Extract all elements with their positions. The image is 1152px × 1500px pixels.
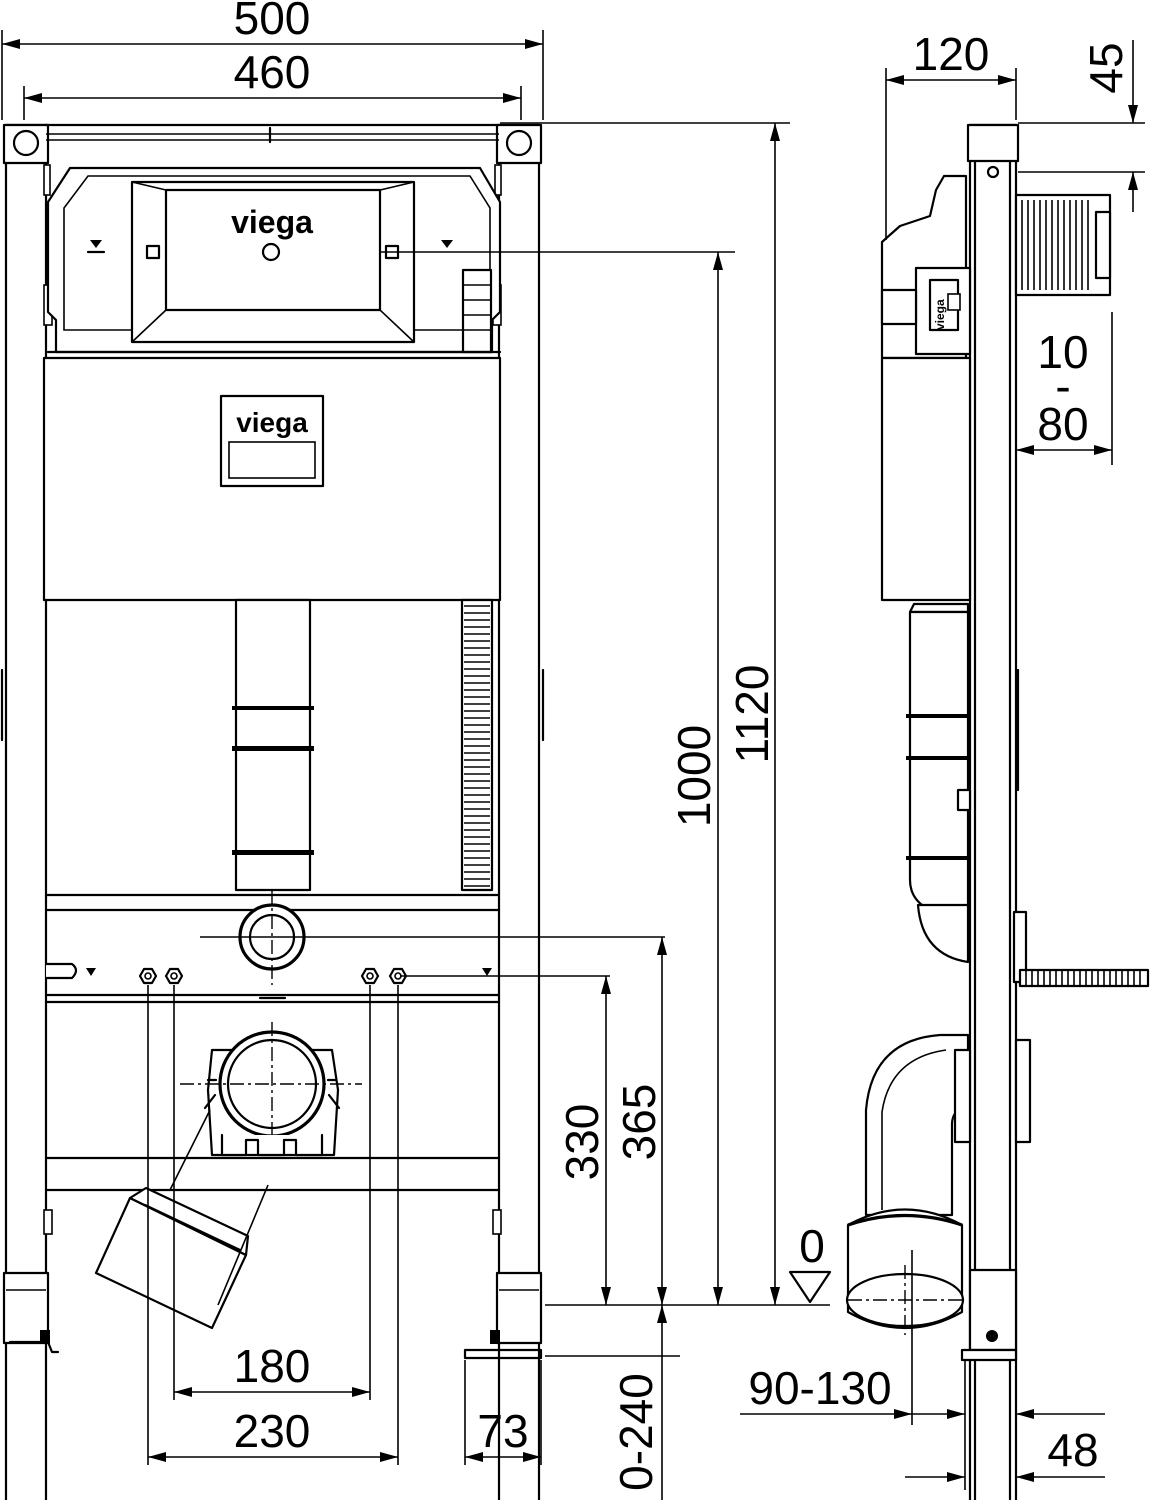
side-foot (960, 1268, 1018, 1362)
logo-panel: viega (236, 407, 308, 438)
side-view: viega (740, 28, 1150, 1500)
fixing-plate (44, 962, 610, 1004)
cross-bar (44, 890, 665, 985)
lower-bar (44, 1156, 501, 1192)
dim-foot-adjust: 0-240 (610, 1373, 662, 1491)
dim-height-actuator: 1000 (668, 725, 720, 827)
fixing-rod (1012, 910, 1150, 988)
dim-width-inner: 460 (234, 46, 311, 98)
frame-feet (2, 1209, 543, 1360)
cistern-body: viega (42, 356, 502, 602)
flush-pipe (232, 598, 494, 892)
logo-top: viega (231, 204, 313, 240)
dim-width-total: 500 (234, 0, 311, 44)
front-dimensions: 500 460 1120 1000 365 330 0 (1, 0, 832, 1500)
dim-wall-adjust-top: 10 (1037, 326, 1088, 378)
dim-wall-adjust-sep: - (1055, 360, 1070, 412)
side-drain-bend (845, 1033, 1032, 1335)
dim-depth: 120 (913, 28, 990, 80)
frame-uprights (0, 123, 545, 1500)
logo-side: viega (933, 299, 947, 330)
bolt-nuts (138, 967, 408, 985)
dim-top-offset: 45 (1080, 42, 1132, 93)
wall-anchor (1014, 193, 1112, 297)
dim-drain-offset: 90-130 (748, 1362, 891, 1414)
dim-height-bolts: 330 (556, 1104, 608, 1181)
dim-height-drain: 365 (613, 1084, 665, 1161)
side-flush-pipe (906, 610, 972, 964)
drain-bend-front (180, 1022, 362, 1157)
front-view: viega viega (0, 0, 832, 1500)
dim-wall-adjust-bottom: 80 (1037, 398, 1088, 450)
side-cistern-head: viega (880, 174, 972, 360)
dim-foot-width: 73 (477, 1405, 528, 1457)
dim-floor-level: 0 (799, 1220, 825, 1272)
cistern-head: viega (46, 166, 502, 354)
dim-height-frame: 1120 (726, 665, 778, 764)
dim-bolt-spacing-inner: 180 (234, 1340, 311, 1392)
side-dimensions: 120 45 10 - 80 90-130 48 (740, 28, 1145, 1490)
side-cistern-body (880, 356, 972, 614)
dim-bolt-spacing-outer: 230 (234, 1405, 311, 1457)
dim-foot-depth: 48 (1047, 1424, 1098, 1476)
